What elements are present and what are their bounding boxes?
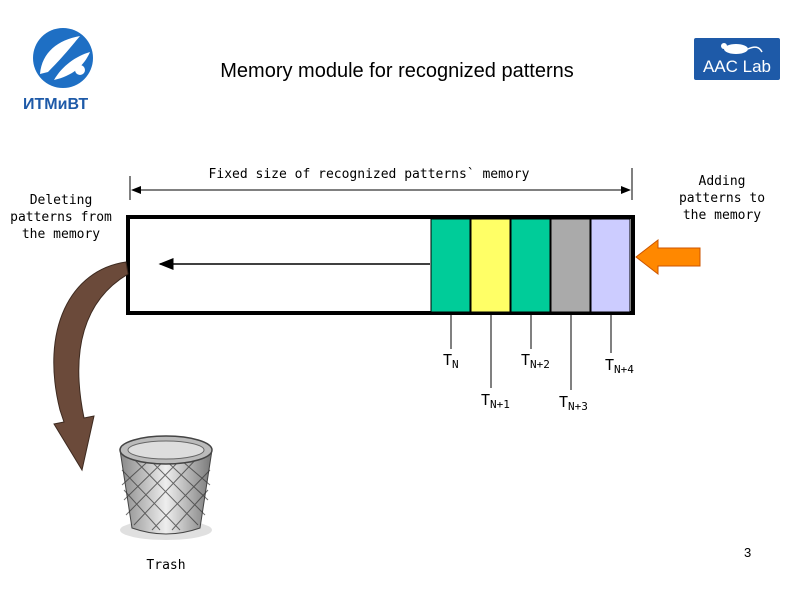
t-label-sub: N+1 xyxy=(490,398,510,411)
trash-can-icon xyxy=(119,435,213,540)
t-label-leaders xyxy=(450,312,612,390)
t-label-base: T xyxy=(443,351,453,369)
pattern-blocks xyxy=(430,218,631,313)
pattern-block xyxy=(590,218,631,313)
t-label-n1: TN+1 xyxy=(481,391,510,411)
t-label-base: T xyxy=(481,391,491,409)
itmivt-emblem-icon xyxy=(33,28,93,88)
pattern-block xyxy=(470,218,511,313)
t-label-base: T xyxy=(605,356,615,374)
t-label-base: T xyxy=(521,351,531,369)
trash-label: Trash xyxy=(146,558,186,573)
adding-label-line: the memory xyxy=(682,208,762,223)
t-label-sub: N+2 xyxy=(530,358,550,371)
memory-size-label: Fixed size of recognized patterns` memor… xyxy=(208,167,530,182)
t-label-n3: TN+3 xyxy=(559,393,588,413)
itmivt-logo: ИТМиВТ xyxy=(18,22,108,122)
pattern-block xyxy=(550,218,591,313)
t-label-sub: N+4 xyxy=(614,363,634,376)
deleting-label: Deleting patterns from the memory xyxy=(2,192,120,243)
add-arrow xyxy=(635,238,701,276)
t-label-base: T xyxy=(559,393,569,411)
t-label-sub: N xyxy=(452,358,459,371)
rat-icon xyxy=(721,43,763,54)
deleting-label-line: the memory xyxy=(21,227,101,242)
page-number: 3 xyxy=(744,545,752,560)
aac-lab-text: AAC Lab xyxy=(702,57,772,76)
pattern-block xyxy=(430,218,471,313)
aac-lab-logo: AAC Lab xyxy=(694,38,780,80)
t-label-sub: N+3 xyxy=(568,400,588,413)
deleting-label-line: patterns from xyxy=(10,210,112,225)
t-label-n: TN xyxy=(443,351,459,371)
pattern-block xyxy=(510,218,551,313)
adding-label: Adding patterns to the memory xyxy=(664,173,780,224)
t-label-n4: TN+4 xyxy=(605,356,634,376)
t-label-n2: TN+2 xyxy=(521,351,550,371)
adding-label-line: patterns to xyxy=(678,191,766,206)
deleting-label-line: Deleting xyxy=(29,193,93,208)
slide-title: Memory module for recognized patterns xyxy=(220,60,574,82)
itmivt-logo-text: ИТМиВТ xyxy=(23,96,89,113)
adding-label-line: Adding xyxy=(698,174,746,189)
trash-arrow xyxy=(53,261,129,472)
